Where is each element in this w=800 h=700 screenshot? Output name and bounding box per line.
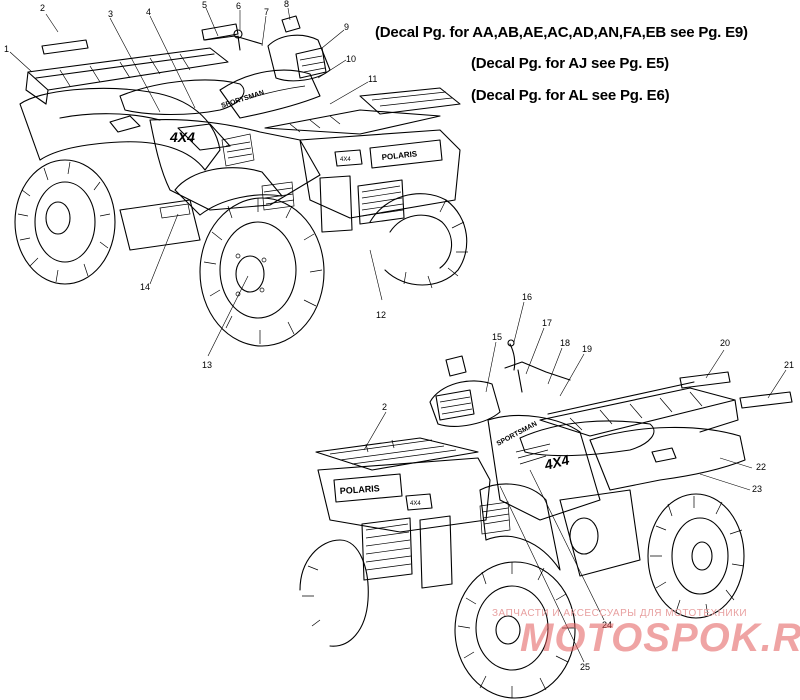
callout-24: 24: [602, 620, 612, 630]
callout-16: 16: [522, 292, 532, 302]
callout-6: 6: [236, 1, 241, 11]
headlight-pod-bottom: [429, 380, 501, 427]
callout-5: 5: [202, 0, 207, 10]
callout-18: 18: [560, 338, 570, 348]
decal-strip-2-top: [41, 39, 89, 55]
watermark-tagline: ЗАПЧАСТИ И АКСЕССУАРЫ ДЛЯ МОТОТЕХНИКИ: [492, 608, 748, 619]
seat-bottom: [519, 420, 655, 457]
front-wheel-far-top: [369, 193, 468, 289]
callout-3: 3: [108, 9, 113, 19]
front-wheel-top: [199, 197, 325, 347]
callout-bottom-2: 2: [382, 402, 387, 412]
atv-top-view: 4X4 SPORTSMAN POLARIS 4X4: [14, 15, 468, 347]
callout-9: 9: [344, 22, 349, 32]
rear-fender-bottom: [589, 426, 746, 491]
callouts-top: 1 2 3 4 5 6 7 8 9 10 11 12 13 14: [4, 0, 386, 370]
callout-21: 21: [784, 360, 794, 370]
callout-8: 8: [284, 0, 289, 9]
callout-4: 4: [146, 7, 151, 17]
model-name-decal-bottom: SPORTSMAN: [496, 421, 539, 448]
callout-23: 23: [752, 484, 762, 494]
front-wheel-far-bottom: [299, 539, 369, 647]
watermark-logo: MOTOSPOK.RU: [520, 616, 800, 660]
seat: [119, 79, 245, 116]
rear-rack-bottom: [539, 381, 739, 437]
rear-wheel-bottom: [647, 493, 745, 619]
decal-strip-20: [679, 371, 731, 389]
brand-decal-bottom: POLARIS: [339, 483, 380, 496]
callout-1: 1: [4, 44, 9, 54]
callout-20: 20: [720, 338, 730, 348]
front-badge-decal-bottom: 4X4: [410, 501, 421, 507]
callout-19: 19: [582, 344, 592, 354]
callout-12: 12: [376, 310, 386, 320]
front-rack-top: [264, 87, 461, 135]
rear-fender: [19, 87, 221, 171]
model-badge-decal-bottom: 4X4: [542, 451, 571, 473]
callout-7: 7: [264, 7, 269, 17]
callouts-bottom: 2 15 16 17 18 19 20 21 22 23 24 25: [363, 292, 794, 672]
decal-strip-5-top: [201, 23, 239, 41]
front-wheel-bottom: [454, 561, 576, 699]
front-badge-decal-top: 4X4: [340, 157, 351, 163]
model-badge-decal-top: 4X4: [169, 129, 195, 145]
callout-14: 14: [140, 282, 150, 292]
rear-wheel-top: [14, 159, 116, 285]
callout-10: 10: [346, 54, 356, 64]
decal-strip-21: [739, 391, 793, 409]
rear-rack: [25, 47, 229, 105]
callout-22: 22: [756, 462, 766, 472]
callout-11: 11: [368, 74, 377, 84]
front-rack-bottom: [315, 437, 479, 471]
callout-25: 25: [580, 662, 590, 672]
callout-15: 15: [492, 332, 502, 342]
callout-17: 17: [542, 318, 552, 328]
callout-13: 13: [202, 360, 212, 370]
callout-2: 2: [40, 3, 45, 13]
brand-decal-top: POLARIS: [381, 149, 418, 162]
